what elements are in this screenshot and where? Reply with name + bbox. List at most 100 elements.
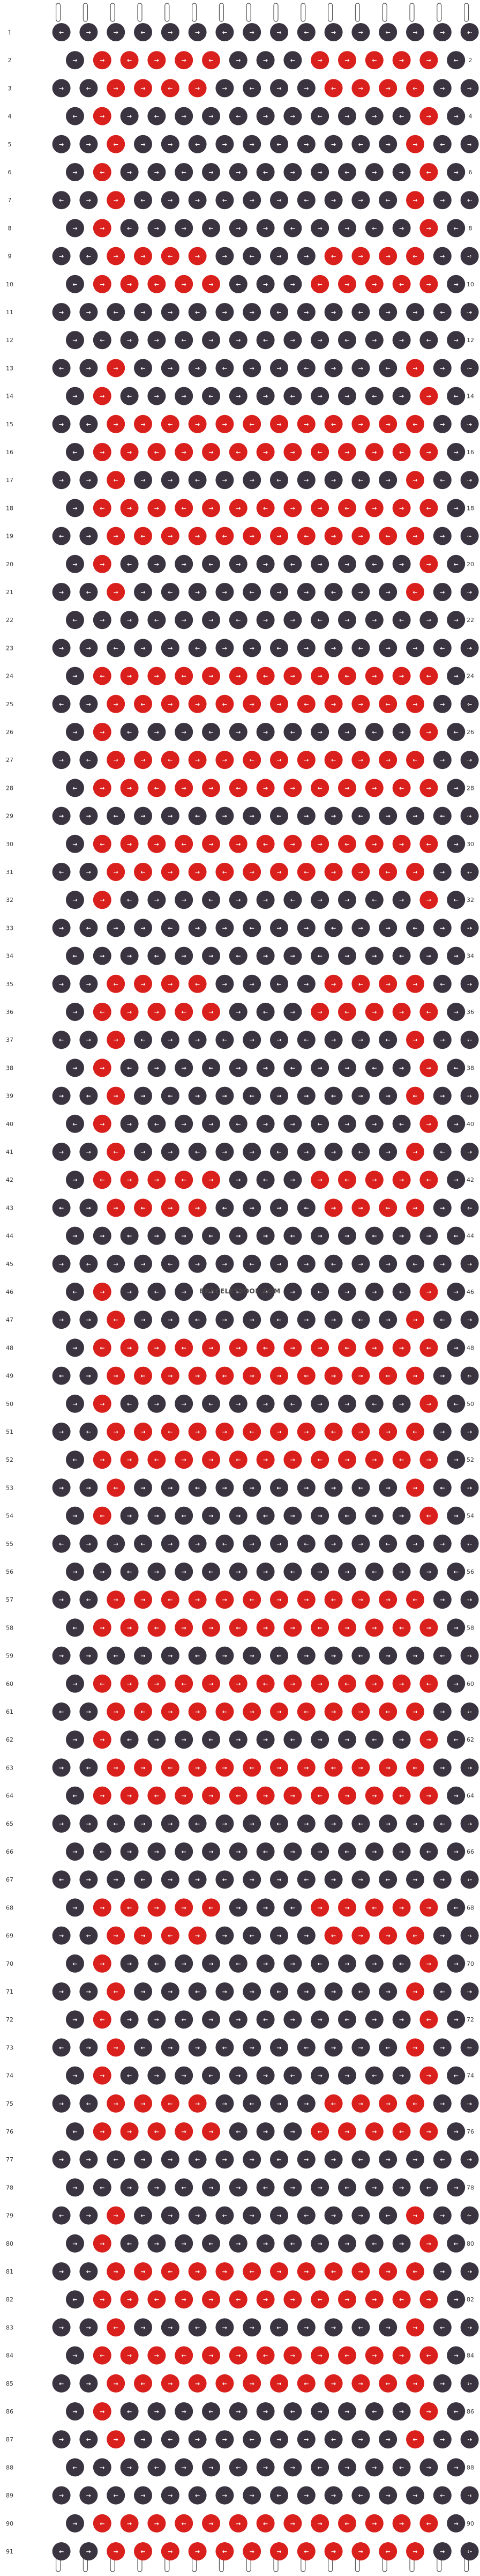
dark-knot [175,2234,193,2253]
red-knot [406,2430,424,2449]
red-knot [134,527,152,545]
dark-knot [351,191,370,210]
knot-direction-arrow: ← [276,1988,281,1995]
knot-direction-arrow: ← [399,281,404,288]
red-knot [392,499,411,517]
dark-knot [460,471,479,490]
knot-direction-arrow: → [399,729,404,736]
knot-direction-arrow: → [208,953,213,960]
knot-direction-arrow: ← [331,1261,336,1268]
dark-knot [460,2206,479,2225]
dark-knot [447,1954,466,1973]
knot-direction-arrow: ← [386,2380,391,2387]
dark-knot [147,723,166,741]
red-knot [270,1423,288,1441]
knot-direction-arrow: → [358,421,363,428]
knot-direction-arrow: → [467,309,472,316]
dark-knot [66,946,84,965]
knot-direction-arrow: ← [250,589,254,596]
knot-direction-arrow: → [140,421,145,428]
knot-direction-arrow: ← [440,1316,445,1323]
knot-direction-arrow: ← [208,897,213,904]
dark-knot [270,1814,288,1833]
knot-direction-arrow: → [168,29,172,36]
red-knot [120,2346,139,2365]
red-knot [270,863,288,881]
dark-knot [324,1814,343,1833]
dark-knot [379,1031,398,1049]
dark-knot [447,2458,466,2477]
knot-direction-arrow: → [386,1149,391,1156]
red-knot [419,1674,438,1693]
dark-knot [215,919,234,937]
knot-direction-arrow: ← [100,1513,104,1520]
knot-direction-arrow: → [263,1121,268,1128]
dark-knot [379,1086,398,1105]
row-number-right: 76 [467,2128,474,2135]
knot-direction-arrow: → [304,1764,309,1771]
red-knot [120,1618,139,1637]
red-knot [270,414,288,433]
knot-direction-arrow: → [208,1848,213,1855]
red-knot [161,2262,179,2281]
row-number-left: 79 [6,2212,13,2219]
knot-row: ←→→←→→←→→←→→←→→ [66,2458,466,2477]
dark-knot [147,1842,166,1861]
dark-knot [66,554,84,573]
red-knot [256,443,275,461]
dark-knot [283,554,302,573]
knot-row: →←→→←→→←→→←→→←→ [66,1674,466,1693]
knot-direction-arrow: ← [86,589,91,596]
knot-direction-arrow: → [454,1176,459,1183]
knot-direction-arrow: ← [72,784,77,791]
knot-direction-arrow: → [154,1401,159,1408]
red-knot [93,2514,111,2533]
knot-direction-arrow: → [195,1596,200,1603]
dark-knot [351,1478,370,1497]
knot-direction-arrow: → [331,533,336,540]
dark-knot [243,1198,261,1217]
row-number-right: 24 [467,673,474,680]
row-number-right: 63 [467,1764,474,1771]
red-knot [161,863,179,881]
dark-knot [433,1590,452,1609]
knot-direction-arrow: ← [208,1568,213,1575]
knot-direction-arrow: → [276,2548,281,2555]
red-knot [311,667,329,685]
knot-direction-arrow: → [331,1988,336,1995]
row-number-left: 39 [6,1093,13,1100]
dark-knot [229,2122,248,2141]
knot-direction-arrow: → [454,2184,459,2191]
row-number-left: 78 [6,2184,13,2191]
red-knot [379,79,398,98]
dark-knot [406,639,424,657]
dark-knot [52,2094,71,2113]
knot-direction-arrow: ← [195,2156,200,2163]
dark-knot [175,1114,193,1133]
knot-direction-arrow: → [467,1933,472,1940]
red-knot [351,1423,370,1441]
red-knot [161,2094,179,2113]
knot-direction-arrow: ← [290,729,295,736]
knot-direction-arrow: ← [72,1624,77,1631]
knot-direction-arrow: → [140,85,145,92]
dark-knot [243,2430,261,2449]
dark-knot [297,583,316,601]
knot-direction-arrow: → [386,2436,391,2443]
knot-direction-arrow: ← [358,2324,363,2331]
knot-direction-arrow: → [358,1596,363,1603]
watermark-text: BRACELETBOOK.COM [199,1287,281,1295]
knot-row: ←→→←→→←→→←→→←→→← [52,527,479,545]
knot-direction-arrow: ← [208,561,213,568]
red-knot [215,2374,234,2393]
knot-direction-arrow: → [372,1681,377,1687]
red-knot [365,1171,384,1189]
knot-direction-arrow: ← [372,1233,377,1240]
red-knot [379,414,398,433]
red-knot [406,527,424,545]
knot-direction-arrow: → [358,1876,363,1883]
knot-direction-arrow: → [236,337,241,344]
knot-direction-arrow: → [154,841,159,848]
dark-knot [324,2318,343,2337]
red-knot [215,1366,234,1385]
